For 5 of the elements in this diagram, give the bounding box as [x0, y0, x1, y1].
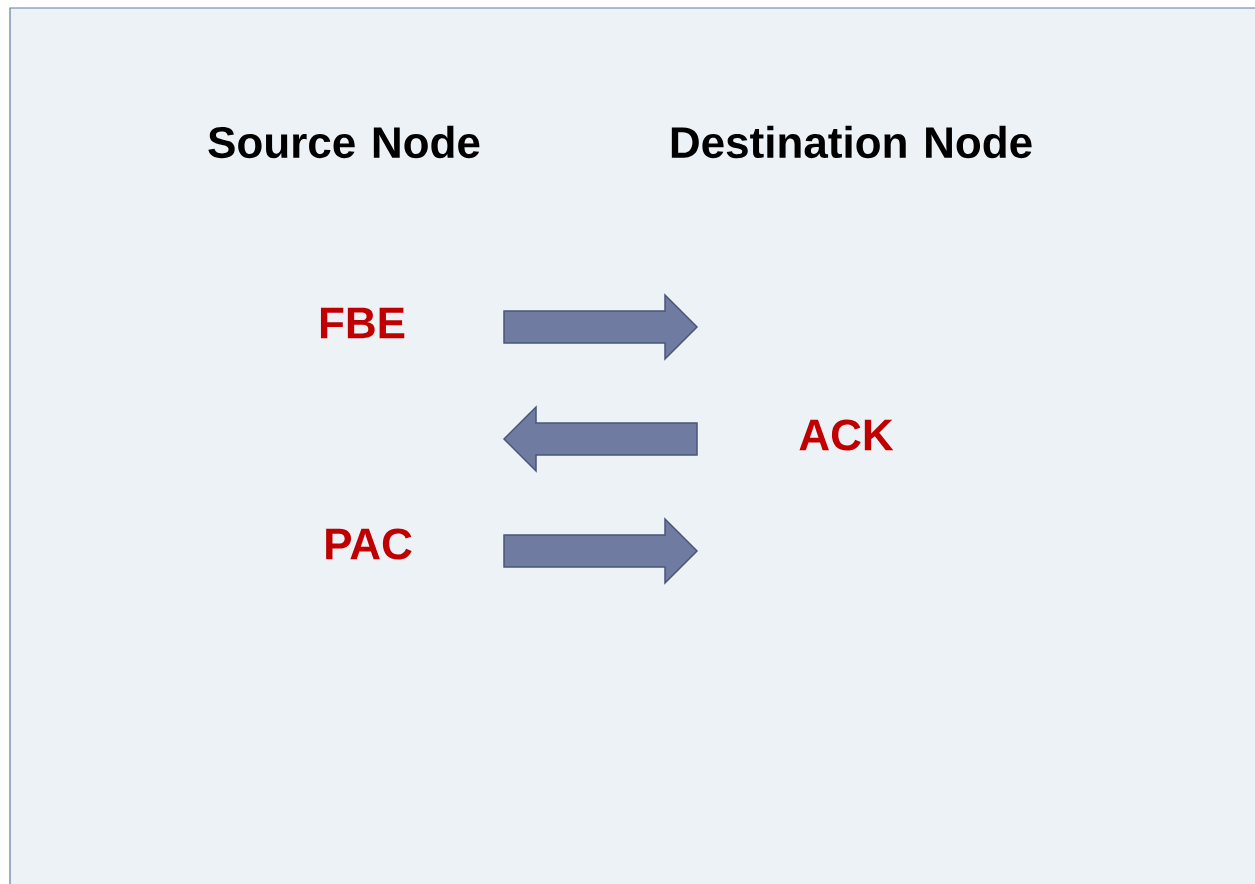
- message-label: FBE: [320, 307, 405, 339]
- message-label: PAC: [326, 528, 412, 560]
- message-label: ACK: [799, 419, 894, 451]
- column-heading: Source Node: [208, 125, 480, 159]
- column-heading: Destination Node: [671, 125, 1032, 159]
